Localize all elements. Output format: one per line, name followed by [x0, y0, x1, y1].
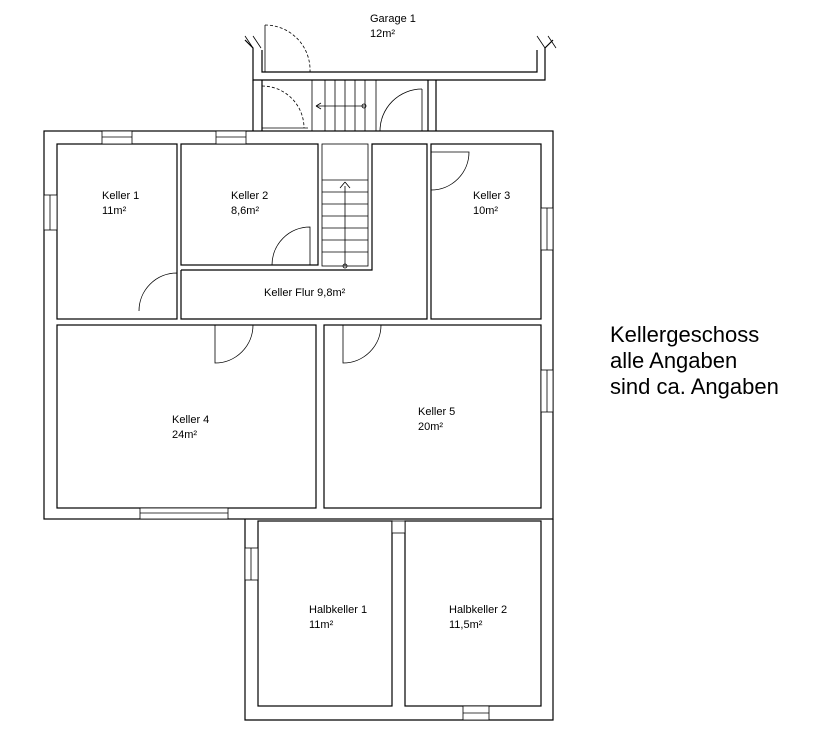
- room-name-keller-flur: Keller Flur 9,8m²: [264, 287, 346, 299]
- room-area-garage-1: 12m²: [370, 28, 395, 40]
- room-name-keller-4: Keller 4: [172, 414, 209, 426]
- garage-walls: [244, 35, 557, 131]
- room-area-keller-1: 11m²: [102, 205, 127, 217]
- room-name-garage-1: Garage 1: [370, 13, 416, 25]
- plan-notes: Kellergeschoss alle Angaben sind ca. Ang…: [610, 322, 779, 400]
- room-name-keller-2: Keller 2: [231, 190, 268, 202]
- garage-door: [264, 24, 311, 73]
- room-name-keller-3: Keller 3: [473, 190, 510, 202]
- plan-note-line-2: sind ca. Angaben: [610, 374, 779, 399]
- room-name-halbkeller-2: Halbkeller 2: [449, 604, 507, 616]
- landing-door-right: [379, 88, 423, 132]
- room-area-keller-5: 20m²: [418, 421, 443, 433]
- room-area-halbkeller-2: 11,5m²: [449, 619, 483, 631]
- room-name-halbkeller-1: Halbkeller 1: [309, 604, 367, 616]
- room-name-keller-1: Keller 1: [102, 190, 139, 202]
- plan-note-line-1: alle Angaben: [610, 348, 738, 373]
- room-area-keller-3: 10m²: [473, 205, 498, 217]
- landing-door-left: [261, 85, 308, 129]
- corridor: [180, 143, 428, 320]
- plan-title: Kellergeschoss: [610, 322, 760, 347]
- half-basement-walls: [244, 519, 554, 721]
- room-area-halbkeller-1: 11m²: [309, 619, 334, 631]
- room-area-keller-4: 24m²: [172, 429, 197, 441]
- room-area-keller-2: 8,6m²: [231, 205, 259, 217]
- interior-doors: [138, 151, 470, 364]
- outer-stairs: [311, 79, 377, 132]
- room-name-keller-5: Keller 5: [418, 406, 455, 418]
- windows: [43, 130, 554, 520]
